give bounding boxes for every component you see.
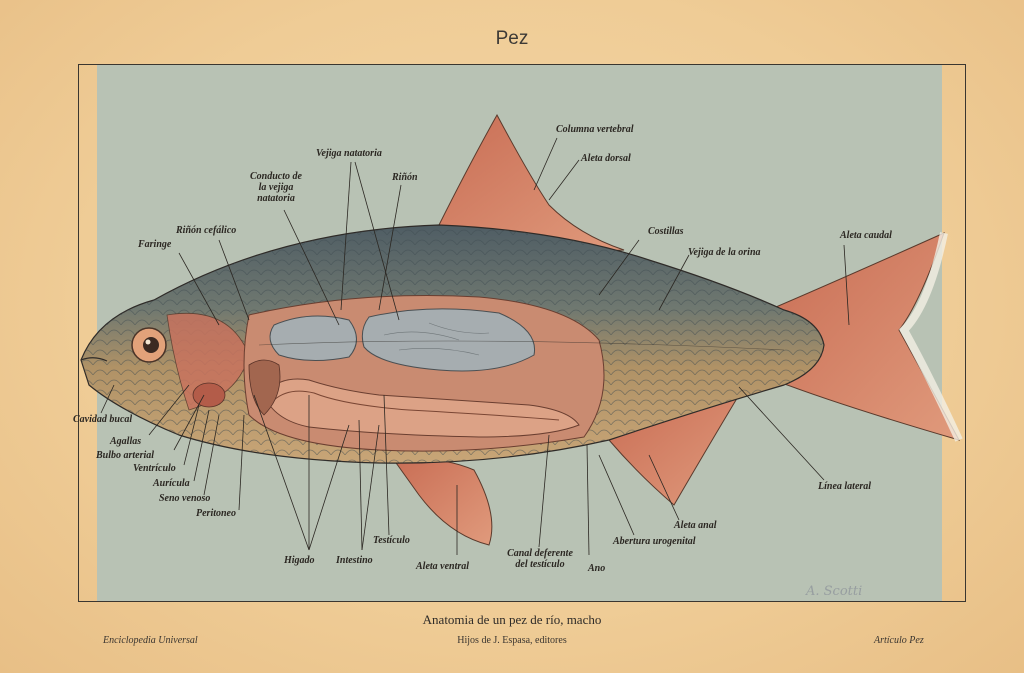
liver <box>248 359 281 416</box>
label-ventriculo: Ventrículo <box>133 463 176 474</box>
label-vejiga-natatoria: Vejiga natatoria <box>316 148 382 159</box>
plate-caption: Anatomia de un pez de río, macho <box>422 612 602 627</box>
intestine <box>263 378 580 438</box>
label-rinon-cefalico: Riñón cefálico <box>176 225 237 236</box>
fish-illustration <box>80 65 963 601</box>
label-higado: Higado <box>284 555 315 566</box>
label-peritoneo: Peritoneo <box>196 508 236 519</box>
footer-left: Enciclopedia Universal <box>103 635 198 646</box>
label-cavidad-bucal: Cavidad bucal <box>73 414 133 425</box>
page-title: Pez <box>495 28 529 49</box>
label-costillas: Costillas <box>648 226 684 237</box>
caudal-fin <box>768 232 961 441</box>
label-conducto-line-3: natatoria <box>257 193 295 204</box>
label-conducto-line-1: Conducto de <box>250 171 302 182</box>
plate-frame <box>78 64 966 602</box>
label-intestino: Intestino <box>336 555 373 566</box>
label-conducto-line-2: la vejiga <box>258 182 294 193</box>
label-canal-line-1: Canal deferente <box>507 548 573 559</box>
leader-lines <box>100 137 850 556</box>
swim-bladder-rear <box>361 308 536 372</box>
label-aleta-caudal: Aleta caudal <box>840 230 892 241</box>
label-aleta-ventral: Aleta ventral <box>416 561 470 572</box>
artist-signature: A. Scotti <box>806 584 863 599</box>
label-abertura-urogenital: Abertura urogenital <box>613 536 696 547</box>
label-bulbo-arterial: Bulbo arterial <box>96 450 155 461</box>
label-aleta-anal: Aleta anal <box>674 520 717 531</box>
label-rinon: Riñón <box>392 172 418 183</box>
label-aleta-dorsal: Aleta dorsal <box>581 153 631 164</box>
label-agallas: Agallas <box>110 436 142 447</box>
footer-center: Hijos de J. Espasa, editores <box>457 635 567 646</box>
label-conducto-vejiga: Conducto de la vejiga natatoria <box>238 171 314 204</box>
label-seno-venoso: Seno venoso <box>159 493 211 504</box>
label-faringe: Faringe <box>138 239 172 250</box>
label-linea-lateral: Línea lateral <box>818 481 872 492</box>
swim-bladder-front <box>269 315 357 362</box>
lateral-line <box>258 340 785 351</box>
label-testiculo: Testículo <box>373 535 410 546</box>
label-vejiga-orina: Vejiga de la orina <box>688 247 761 258</box>
footer-right: Artículo Pez <box>874 635 924 646</box>
label-auricula: Aurícula <box>153 478 190 489</box>
label-ano: Ano <box>588 563 606 574</box>
label-columna-vertebral: Columna vertebral <box>556 124 634 135</box>
label-canal-line-2: del testículo <box>515 559 565 570</box>
label-canal-deferente: Canal deferente del testículo <box>496 548 584 570</box>
